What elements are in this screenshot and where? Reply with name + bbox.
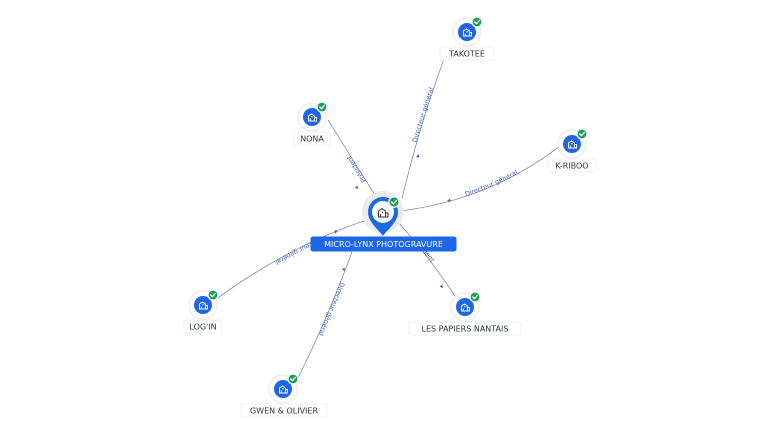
building-icon xyxy=(378,207,389,218)
building-icon xyxy=(461,303,470,312)
building-icon xyxy=(199,301,208,310)
verified-check-icon xyxy=(207,289,219,301)
center-label[interactable]: MICRO-LYNX PHOTOGRAVURE xyxy=(310,236,457,252)
building-icon xyxy=(279,385,288,394)
node-label: TAKOTEE xyxy=(448,50,485,59)
center-label-text: MICRO-LYNX PHOTOGRAVURE xyxy=(324,240,443,249)
edge-label-nona: Président xyxy=(345,154,368,184)
arrow-nona xyxy=(354,185,358,189)
edge-arrows xyxy=(334,154,451,288)
edge-label-k-riboo: Directeur général xyxy=(464,168,519,198)
arrow-login xyxy=(334,230,338,234)
node-label: NONA xyxy=(300,135,324,144)
node-nona[interactable]: NONA xyxy=(293,101,331,146)
edge-label-takotee: Directeur général xyxy=(411,86,436,143)
arrow-papiers-nantais xyxy=(439,284,443,288)
node-login[interactable]: LOG'IN xyxy=(183,289,223,334)
node-label: GWEN & OLIVIER xyxy=(250,407,318,416)
node-gwen-olivier[interactable]: GWEN & OLIVIER xyxy=(240,373,328,418)
arrow-takotee xyxy=(416,154,420,158)
building-icon xyxy=(568,140,577,149)
verified-check-icon xyxy=(576,128,588,140)
edge-label-gwen-olivier: Directeur général xyxy=(317,281,347,337)
verified-check-icon xyxy=(471,16,483,28)
verified-check-icon xyxy=(287,373,299,385)
building-icon xyxy=(308,113,317,122)
node-les-papiers-nantais[interactable]: LES PAPIERS NANTAIS xyxy=(408,291,522,336)
node-takotee[interactable]: TAKOTEE xyxy=(439,16,495,61)
node-label: LES PAPIERS NANTAIS xyxy=(422,325,509,334)
edge-takotee xyxy=(401,55,446,200)
node-k-riboo[interactable]: K-RIBOO xyxy=(547,128,597,173)
edge-k-riboo xyxy=(399,145,561,212)
node-label: LOG'IN xyxy=(189,323,216,332)
verified-check-icon xyxy=(316,101,328,113)
verified-check-icon xyxy=(469,291,481,303)
verified-check-icon xyxy=(388,196,400,208)
building-icon xyxy=(463,28,472,37)
arrow-k-riboo xyxy=(447,198,451,202)
arrow-gwen-olivier xyxy=(342,267,345,271)
node-label: K-RIBOO xyxy=(555,162,588,171)
center-node[interactable]: MICRO-LYNX PHOTOGRAVURE xyxy=(310,191,457,252)
